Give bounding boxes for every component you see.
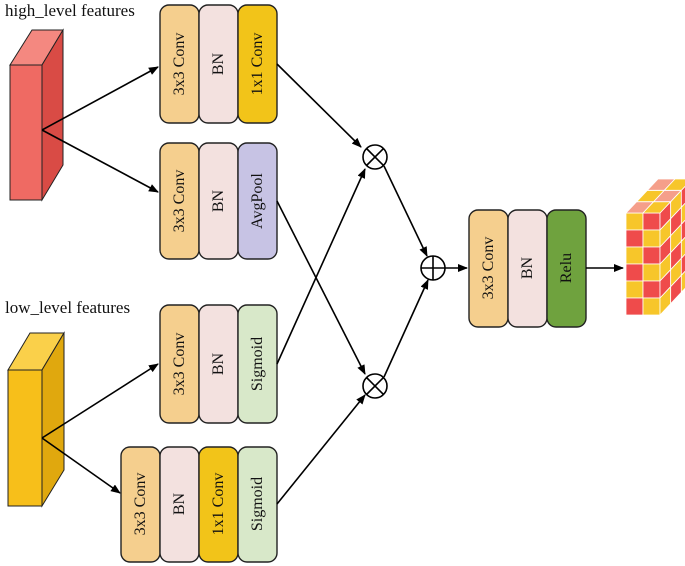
output-cube-side-cell <box>680 185 685 209</box>
arrow-sigmoid2-to-multiply-bottom <box>276 394 366 505</box>
arrow-high-to-branch2 <box>41 129 159 193</box>
fusion-bn-label: BN <box>519 256 536 279</box>
add-operator <box>420 255 446 281</box>
multiply-operator-bottom <box>362 373 388 399</box>
output-cube-front-cell <box>642 229 661 248</box>
fusion-relu-label: Relu <box>558 253 575 283</box>
low-branch-2-conv1x1-label: 1x1 Conv <box>210 473 227 536</box>
arrow-multiply-bottom-to-add <box>383 279 429 378</box>
output-cube-front-cell <box>642 246 661 265</box>
fusion-conv3x3-label: 3x3 Conv <box>480 237 497 300</box>
output-cube-side-cell <box>680 270 685 294</box>
low-branch-2-sigmoid-label: Sigmoid <box>249 477 266 531</box>
output-cube-front-cell <box>625 297 644 316</box>
low-feature-front <box>7 369 43 507</box>
high-branch-1-conv1x1-label: 1x1 Conv <box>249 33 266 96</box>
low-branch-1-bn-label: BN <box>210 352 227 375</box>
low-branch-2: 3x3 Conv BN 1x1 Conv Sigmoid <box>120 446 278 563</box>
low-branch-1-conv3x3-label: 3x3 Conv <box>171 333 188 396</box>
high-branch-2-avgpool-label: AvgPool <box>249 173 266 229</box>
output-cube-side-cell <box>680 219 685 243</box>
arrow-avgpool-to-multiply-bottom <box>276 200 366 375</box>
output-cube-front-cell <box>642 263 661 282</box>
output-cube-front-cell <box>625 212 644 231</box>
output-cube-front-cell <box>642 280 661 299</box>
output-feature-map <box>625 178 685 317</box>
high-branch-2: 3x3 Conv BN AvgPool <box>159 142 278 260</box>
high-level-feature-map <box>9 28 64 202</box>
low-branch-1: 3x3 Conv BN Sigmoid <box>159 304 278 424</box>
output-cube-side-cell <box>680 202 685 226</box>
low-level-features-label: low_level features <box>5 298 130 317</box>
arrow-multiply-top-to-add <box>383 165 428 257</box>
output-cube-front-cell <box>625 229 644 248</box>
high-feature-side <box>41 28 64 202</box>
output-cube-front-cell <box>642 212 661 231</box>
output-cube-front-cell <box>642 297 661 316</box>
high-branch-1: 3x3 Conv BN 1x1 Conv <box>159 4 278 124</box>
output-cube-front-cell <box>625 280 644 299</box>
high-branch-2-conv3x3-label: 3x3 Conv <box>171 170 188 233</box>
arrow-high-to-branch1 <box>41 66 159 131</box>
low-branch-1-sigmoid-label: Sigmoid <box>249 337 266 391</box>
output-cube-front-cell <box>625 263 644 282</box>
multiply-operator-top <box>362 144 388 170</box>
output-cube-side-cell <box>680 236 685 260</box>
arrow-low-to-branch2 <box>41 437 121 494</box>
fusion-block: 3x3 Conv BN Relu <box>468 209 587 328</box>
low-branch-2-sigmoid <box>237 446 278 563</box>
low-feature-side <box>41 331 65 508</box>
low-branch-2-conv3x3-label: 3x3 Conv <box>132 473 149 536</box>
high-branch-2-bn-label: BN <box>210 189 227 212</box>
low-level-feature-map <box>7 331 65 508</box>
arrow-low-to-branch1 <box>41 363 159 439</box>
output-cube-top-cell <box>663 178 685 191</box>
high-branch-1-bn-label: BN <box>210 52 227 75</box>
output-cube-front-cell <box>625 246 644 265</box>
high-branch-1-conv3x3-label: 3x3 Conv <box>171 33 188 96</box>
output-cube-side-cell <box>680 253 685 277</box>
arrow-branch1-to-multiply-top <box>276 63 362 148</box>
arrow-sigmoid1-to-multiply-top <box>276 168 366 365</box>
high-feature-front <box>9 64 43 201</box>
low-branch-2-bn-label: BN <box>171 492 188 515</box>
high-level-features-label: high_level features <box>5 1 135 20</box>
